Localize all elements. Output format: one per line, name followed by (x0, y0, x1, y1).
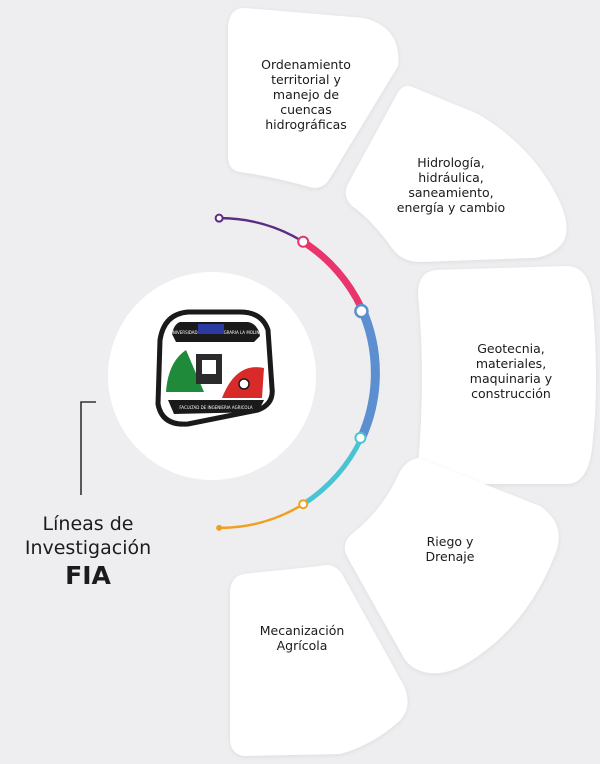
arc-end-dot-top (214, 213, 224, 223)
arc-segment-3 (356, 303, 380, 443)
segment-card-4 (344, 458, 559, 674)
arc-segment-1 (217, 216, 305, 244)
segment-label-3: Geotecnia, materiales, maquinaria y cons… (469, 341, 553, 401)
segment-label-1: Ordenamiento territorial y manejo de cue… (261, 57, 351, 132)
segment-label-4: Riego y Drenaje (425, 534, 475, 564)
title-line-2: Investigación (24, 537, 152, 559)
arc-node-4 (298, 499, 309, 510)
arc-segment-5 (217, 502, 305, 530)
arc-node-1 (297, 235, 310, 248)
title-line-1: Líneas de (42, 513, 134, 535)
segment-card-3 (418, 266, 596, 484)
arc-end-dot-bottom (216, 524, 223, 531)
logo-blue-emblem (198, 324, 224, 334)
logo-gear-icon (238, 378, 250, 390)
segment-label-2: Hidrología, hidráulica, saneamiento, ene… (396, 155, 506, 215)
logo-center-window (202, 360, 216, 374)
arc-node-3 (354, 431, 367, 444)
logo-band-bottom (168, 400, 264, 414)
segment-card-2 (345, 85, 567, 262)
arc-node-2 (354, 303, 369, 319)
segment-label-5: Mecanización Agrícola (259, 623, 345, 653)
logo-green-hill (166, 350, 204, 392)
title-line-3: FIA (65, 561, 111, 590)
segment-card-1 (228, 8, 399, 188)
arc-segment-4 (300, 435, 364, 507)
arc-segment-2 (299, 238, 365, 312)
logo-text-bottom: FACULTAD DE INGENIERIA AGRICOLA (179, 405, 253, 410)
arc-timeline (217, 216, 380, 530)
title-bracket (80, 401, 96, 495)
segment-card-5 (230, 565, 408, 756)
faculty-logo: UNIVERSIDAD NACIONAL AGRARIA LA MOLINA F… (155, 309, 275, 427)
